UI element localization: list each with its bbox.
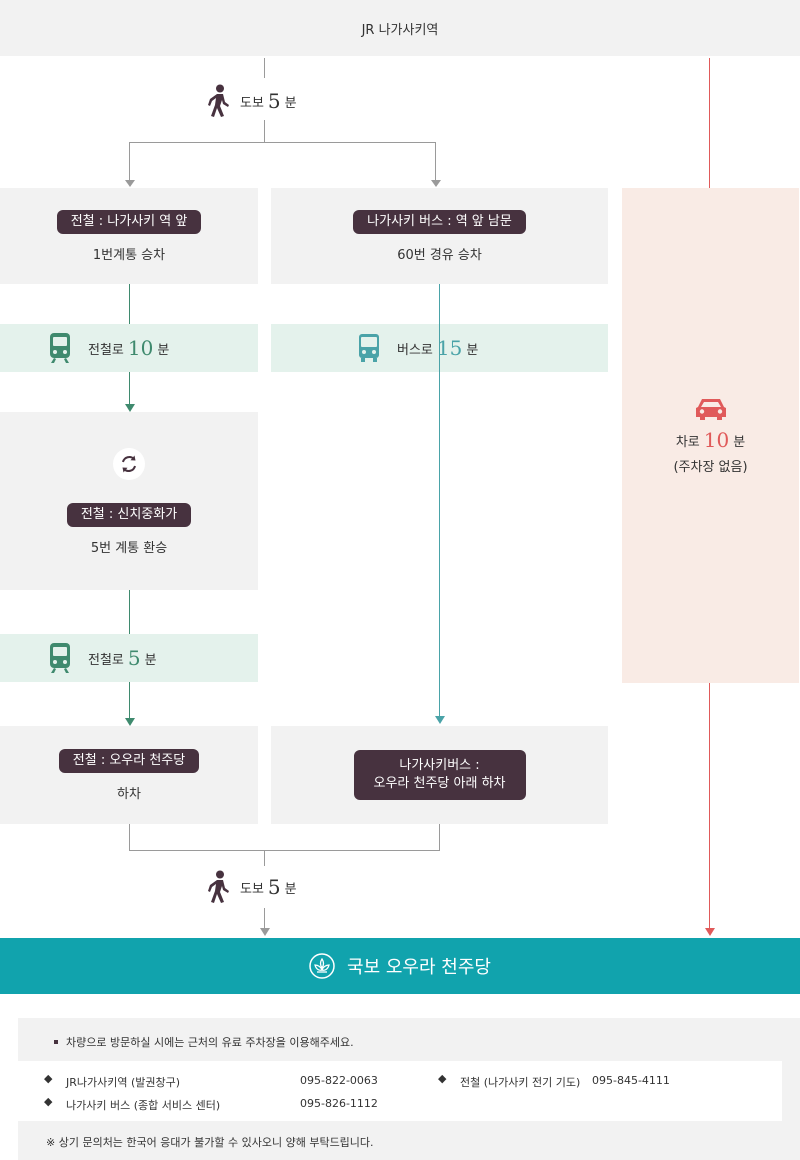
- tram-icon: [48, 642, 72, 674]
- car-unit: 분: [733, 434, 746, 450]
- destination-label: 국보 오우라 천주당: [347, 957, 491, 978]
- contact-phone-bus: 095-826-1112: [300, 1097, 378, 1110]
- car-box: 차로 10 분 (주차장 없음): [622, 188, 799, 683]
- car-note: (주차장 없음): [673, 460, 748, 475]
- car-value: 10: [703, 428, 730, 452]
- diamond-bullet-icon: ◆: [438, 1072, 447, 1085]
- bullet-icon: [54, 1040, 58, 1044]
- car-line: [709, 683, 710, 929]
- bus-ride-unit: 분: [466, 342, 479, 358]
- bus-end-line2: 오우라 천주당 아래 하차: [373, 776, 506, 791]
- arrow-down-icon: [125, 180, 135, 187]
- tram-icon: [48, 332, 72, 364]
- bus-icon: [357, 332, 381, 364]
- walk-top-value: 5: [267, 89, 281, 113]
- transfer-sub: 5번 계통 환승: [90, 540, 168, 556]
- tram-ride1-box: 전철로 10 분: [0, 324, 258, 372]
- walk-bottom-label: 도보: [240, 881, 264, 897]
- bus-end-line1: 나가사키버스 :: [399, 758, 480, 773]
- arrow-down-icon: [125, 404, 135, 412]
- bus-start-sub: 60번 경유 승차: [397, 247, 482, 263]
- tram-ride1-label: 전철로: [88, 342, 124, 358]
- connector-line: [264, 908, 265, 929]
- car-label: 차로: [675, 434, 700, 450]
- merge-line: [129, 850, 440, 851]
- tram-line: [129, 284, 130, 324]
- bus-ride-value: 15: [436, 336, 463, 360]
- tram-ride1-value: 10: [127, 336, 154, 360]
- tram-start-sub: 1번계통 승차: [92, 247, 166, 263]
- contact-phone-jr: 095-822-0063: [300, 1074, 378, 1087]
- cathedral-emblem-icon: [309, 953, 335, 979]
- walk-bottom-value: 5: [267, 875, 281, 899]
- arrow-down-icon: [125, 718, 135, 726]
- tram-line: [129, 372, 130, 404]
- contact-name-jr: JR나가사키역 (발권창구): [66, 1076, 181, 1089]
- tram-start-box: 전철 : 나가사키 역 앞 1번계통 승차: [0, 188, 258, 284]
- contact-name-bus: 나가사키 버스 (종합 서비스 센터): [66, 1099, 221, 1112]
- tram-end-sub: 하차: [117, 786, 141, 802]
- arrow-down-icon: [260, 928, 270, 936]
- walk-top-label: 도보: [240, 95, 264, 111]
- diamond-bullet-icon: ◆: [44, 1095, 53, 1108]
- connector-line: [129, 142, 130, 180]
- notice-row: 차량으로 방문하실 시에는 근처의 유료 주차장을 이용해주세요.: [54, 1034, 354, 1050]
- tram-ride2-label: 전철로: [88, 652, 124, 668]
- transfer-refresh-icon: [112, 447, 146, 481]
- walking-person-icon: [206, 84, 232, 118]
- diamond-bullet-icon: ◆: [44, 1072, 53, 1085]
- disclaimer-text: ※ 상기 문의처는 한국어 응대가 불가할 수 있사오니 양해 부탁드립니다.: [46, 1136, 374, 1149]
- connector-line: [129, 824, 130, 851]
- tram-ride1-unit: 분: [157, 342, 170, 358]
- arrow-down-icon: [435, 716, 445, 724]
- tram-ride2-value: 5: [127, 646, 141, 670]
- footer-info: 차량으로 방문하실 시에는 근처의 유료 주차장을 이용해주세요. ◆ JR나가…: [18, 1018, 800, 1160]
- bus-start-pill: 나가사키 버스 : 역 앞 남문: [353, 209, 526, 234]
- tram-line: [129, 682, 130, 718]
- parking-notice: 차량으로 방문하실 시에는 근처의 유료 주차장을 이용해주세요.: [66, 1036, 354, 1049]
- connector-line: [439, 824, 440, 851]
- transfer-box: 전철 : 신치중화가 5번 계통 환승: [0, 412, 258, 590]
- tram-start-pill: 전철 : 나가사키 역 앞: [56, 209, 202, 234]
- transfer-pill: 전철 : 신치중화가: [66, 502, 192, 527]
- top-header: JR 나가사키역: [0, 0, 800, 56]
- bus-ride-label: 버스로: [397, 342, 433, 358]
- arrow-down-icon: [431, 180, 441, 187]
- destination-banner: 국보 오우라 천주당: [0, 938, 800, 994]
- walk-bottom-row: 도보 5 분: [206, 870, 297, 904]
- branch-line: [129, 142, 436, 143]
- bus-end-box: 나가사키버스 : 오우라 천주당 아래 하차: [271, 726, 608, 824]
- walk-top-row: 도보 5 분: [206, 84, 297, 118]
- bus-line: [439, 284, 440, 716]
- walk-top-unit: 분: [284, 95, 297, 111]
- arrow-down-icon: [705, 928, 715, 936]
- tram-end-box: 전철 : 오우라 천주당 하차: [0, 726, 258, 824]
- contact-name-tram: 전철 (나가사키 전기 기도): [460, 1076, 581, 1089]
- tram-ride2-unit: 분: [144, 652, 157, 668]
- walk-bottom-unit: 분: [284, 881, 297, 897]
- walking-person-icon: [206, 870, 232, 904]
- connector-line: [264, 850, 265, 866]
- tram-ride2-box: 전철로 5 분: [0, 634, 258, 682]
- car-icon: [695, 396, 727, 422]
- start-station-label: JR 나가사키역: [361, 22, 439, 38]
- bus-start-box: 나가사키 버스 : 역 앞 남문 60번 경유 승차: [271, 188, 608, 284]
- car-line: [709, 58, 710, 188]
- tram-line: [129, 590, 130, 634]
- tram-end-pill: 전철 : 오우라 천주당: [58, 748, 200, 773]
- connector-line: [264, 58, 265, 78]
- contacts-panel: ◆ JR나가사키역 (발권창구) 095-822-0063 ◆ 나가사키 버스 …: [18, 1061, 782, 1121]
- connector-line: [264, 120, 265, 142]
- connector-line: [435, 142, 436, 180]
- contact-phone-tram: 095-845-4111: [592, 1074, 670, 1087]
- bus-end-pill: 나가사키버스 : 오우라 천주당 아래 하차: [353, 750, 526, 800]
